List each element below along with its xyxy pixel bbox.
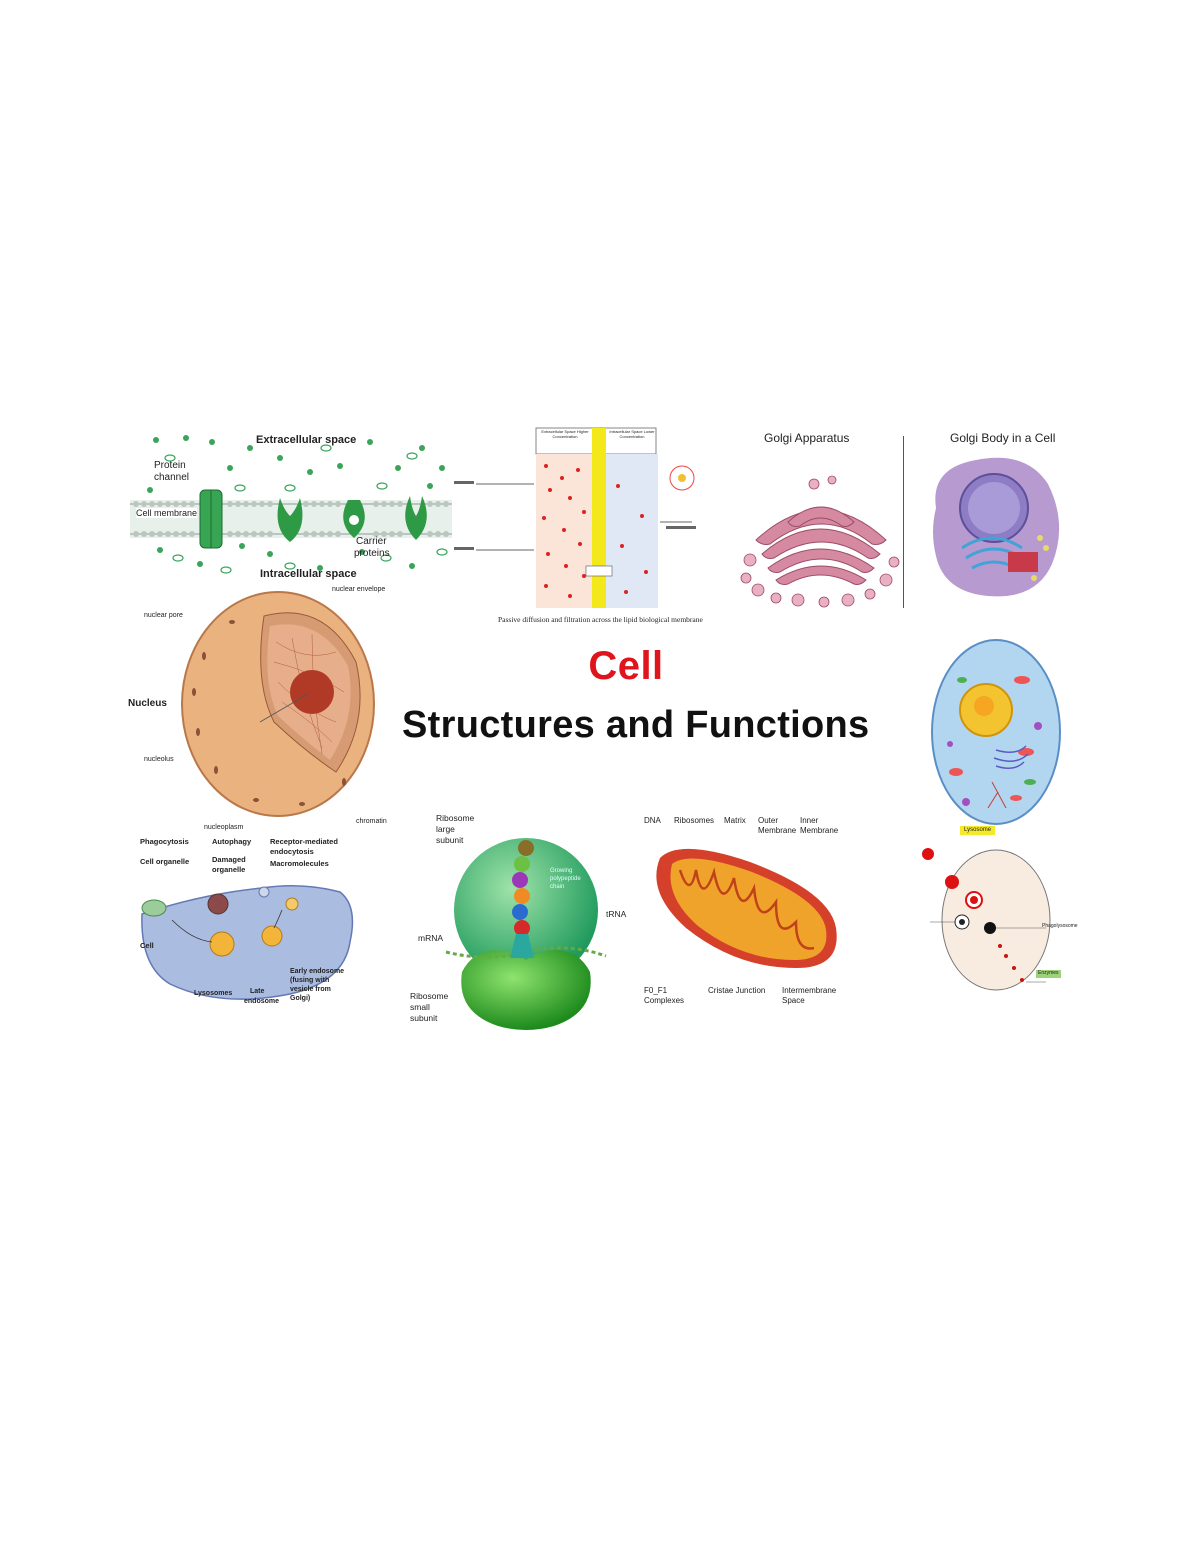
label-early-1: Early endosome [290, 968, 345, 975]
label-cristae-junction: Cristae Junction [708, 986, 766, 995]
label-receptor-1: Receptor-mediated [270, 837, 338, 846]
label-nucleus: Nucleus [128, 698, 167, 709]
endocytosis-diagram [141, 885, 354, 1000]
golgi-cell-title: Golgi Body in a Cell [950, 431, 1056, 445]
label-f0f1-complexes: Complexes [644, 996, 685, 1005]
ribosome-diagram [445, 838, 607, 1030]
label-damaged-1: Damaged [212, 855, 246, 864]
label-extracellular: Extracellular space [256, 434, 357, 446]
lysosome-diagram [922, 848, 1051, 991]
animal-cell-diagram [931, 639, 1061, 825]
label-ribosome-small-3: subunit [410, 1013, 438, 1023]
label-growing-2: polypeptide [550, 876, 581, 882]
label-ribosome-small-2: small [410, 1002, 430, 1012]
label-trna: tRNA [606, 909, 627, 919]
golgi-title: Golgi Apparatus [764, 431, 850, 445]
label-matrix: Matrix [724, 816, 746, 825]
label-proteins: proteins [354, 548, 390, 559]
label-cell-organelle: Cell organelle [140, 857, 190, 866]
label-late-1: Late [250, 988, 265, 995]
label-ribosome-small-1: Ribosome [410, 991, 449, 1001]
label-diffusion-right-head: Intracellular Space Lower Concentration [609, 429, 655, 439]
label-macromolecules: Macromolecules [270, 859, 329, 868]
cell-poster: Extracellular space Protein channel Cell… [126, 422, 1078, 1034]
label-cell: Cell [140, 941, 154, 950]
label-nucleoplasm: nucleoplasm [204, 824, 244, 831]
label-outer-1: Outer [758, 816, 779, 825]
label-lysosome: Lysosome [960, 826, 996, 835]
label-protein: Protein [154, 460, 186, 471]
membrane-transport-diagram [130, 435, 452, 574]
label-phagocytosis: Phagocytosis [140, 837, 189, 846]
label-mrna: mRNA [418, 933, 444, 943]
label-nuclear-pore: nuclear pore [144, 612, 183, 619]
golgi-apparatus-diagram [740, 475, 900, 608]
label-receptor-2: endocytosis [270, 847, 314, 856]
label-intermembrane-2: Space [782, 996, 805, 1005]
label-early-2: (fusing with [290, 977, 330, 984]
mitochondrion-diagram [656, 848, 837, 968]
label-phagolysosome: Phagolysosome [1042, 923, 1078, 929]
label-growing-1: Growing [550, 868, 573, 874]
golgi-cell-diagram [933, 457, 1060, 597]
label-lysosomes: Lysosomes [194, 990, 233, 997]
label-channel: channel [154, 472, 190, 483]
label-outer-2: Membrane [758, 826, 797, 835]
label-diffusion-left-head: Extracellular Space Higher Concentration [541, 429, 589, 439]
diffusion-diagram [454, 427, 696, 608]
label-autophagy: Autophagy [212, 837, 252, 846]
label-growing-3: chain [550, 884, 565, 890]
label-nucleolus: nucleolus [144, 756, 174, 763]
nucleus-diagram [181, 591, 375, 817]
label-nuclear-envelope: nuclear envelope [332, 586, 386, 593]
label-dna: DNA [644, 816, 661, 825]
title-cell: Cell [588, 644, 664, 688]
label-intermembrane-1: Intermembrane [782, 986, 837, 995]
label-f0f1: F0_F1 [644, 986, 668, 995]
label-intracellular: Intracellular space [260, 568, 357, 580]
label-diffusion-caption: Passive diffusion and filtration across … [498, 615, 703, 624]
label-chromatin: chromatin [356, 818, 387, 825]
title-structures-functions: Structures and Functions [402, 704, 870, 746]
label-inner-1: Inner [800, 816, 819, 825]
label-ribosomes: Ribosomes [674, 816, 715, 825]
label-ribosome-large-1: Ribosome [436, 813, 475, 823]
label-inner-2: Membrane [800, 826, 839, 835]
label-early-4: Golgi) [290, 995, 311, 1002]
label-cell-membrane: Cell membrane [136, 508, 198, 519]
label-early-3: vesicle from [290, 986, 331, 993]
label-ribosome-large-2: large [436, 824, 455, 834]
label-ribosome-large-3: subunit [436, 835, 464, 845]
label-carrier: Carrier [356, 536, 387, 547]
label-enzymes: Enzymes [1036, 970, 1061, 978]
golgi-divider [903, 436, 904, 608]
label-late-2: endosome [244, 998, 280, 1005]
label-damaged-2: organelle [212, 865, 246, 874]
